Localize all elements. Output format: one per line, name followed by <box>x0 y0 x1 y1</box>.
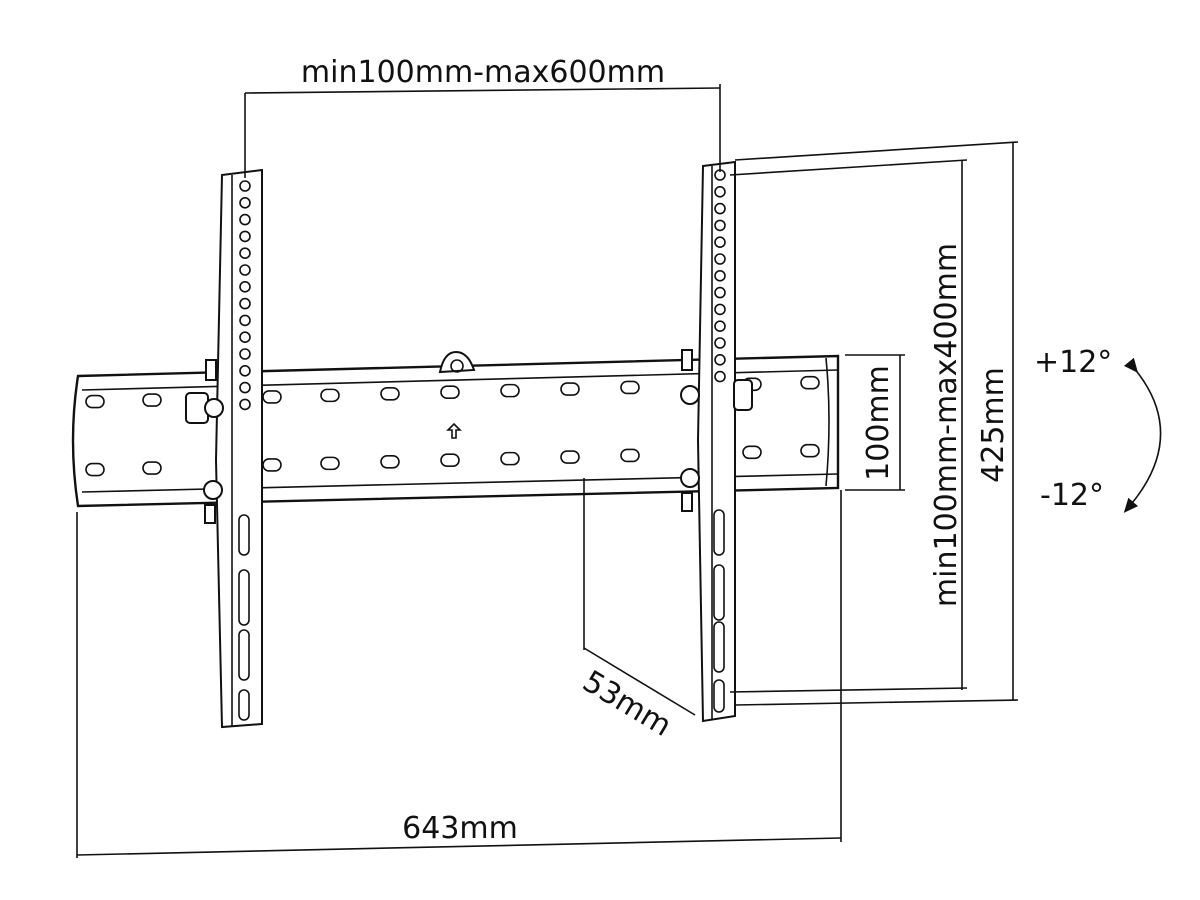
rail-slot <box>262 458 282 472</box>
arm-hole <box>714 186 726 198</box>
rail-slot <box>440 453 460 468</box>
rail-slot <box>500 383 520 398</box>
dimension-depth: 53mm <box>576 478 696 744</box>
rail-slot <box>380 386 400 401</box>
arm-slot <box>238 514 250 556</box>
depth-label: 53mm <box>576 664 677 744</box>
tilt-down-label: -12° <box>1040 478 1104 513</box>
arm-slot <box>238 629 250 681</box>
tilt-indicator: +12° -12° <box>1034 345 1162 513</box>
dimension-rail-height: 100mm <box>845 354 905 491</box>
arm-hole <box>714 219 726 232</box>
arm-slot <box>713 509 725 556</box>
dimension-arm-height: 425mm <box>734 141 1019 706</box>
arm-hole <box>239 398 251 411</box>
left-arm <box>185 168 263 729</box>
arm-hole <box>239 364 251 377</box>
arm-slot <box>713 564 725 621</box>
tilt-arc-arrow-icon <box>1123 357 1162 513</box>
vesa-width-label: min100mm-max600mm <box>301 55 665 90</box>
rail-slot <box>320 388 340 403</box>
rail-slot <box>262 390 282 404</box>
arm-hole <box>239 230 251 243</box>
dimension-vesa-width: min100mm-max600mm <box>244 55 721 178</box>
arm-hole <box>239 197 251 209</box>
right-tilt-knob <box>733 379 753 411</box>
up-arrow-icon <box>446 422 462 439</box>
vesa-height-label: min100mm-max400mm <box>929 243 964 607</box>
rail-slot <box>560 450 580 464</box>
dimension-total-width: 643mm <box>76 490 842 858</box>
dimension-vesa-height: min100mm-max400mm <box>729 159 968 693</box>
rail-slot <box>620 448 640 463</box>
rail-slot <box>800 375 820 390</box>
arm-hole <box>714 269 726 282</box>
arm-slot <box>713 621 725 673</box>
arm-hole <box>714 286 726 299</box>
rail-slot <box>500 451 520 466</box>
arm-hole <box>714 253 726 265</box>
arm-hole <box>239 348 251 360</box>
arm-slot <box>713 679 725 713</box>
rail-slot <box>85 462 105 477</box>
arm-hole <box>714 320 726 333</box>
rail-slot <box>380 454 400 469</box>
rail-slots <box>85 375 820 477</box>
tilt-up-label: +12° <box>1034 345 1112 380</box>
arm-slot <box>238 689 250 721</box>
rail-slot <box>620 380 640 395</box>
right-arm <box>680 160 753 723</box>
arm-hole <box>714 370 726 383</box>
rail-height-label: 100mm <box>861 365 896 481</box>
arm-hole <box>239 180 251 192</box>
arm-hole <box>714 353 726 366</box>
arm-hole <box>239 331 251 344</box>
rail-slot <box>85 394 105 409</box>
arm-hole <box>239 297 251 310</box>
arm-hole <box>239 314 251 327</box>
rail-slot <box>142 461 162 475</box>
rail-slot <box>560 382 580 396</box>
arm-hole <box>714 337 726 349</box>
rail-slot <box>440 385 460 400</box>
arm-hole <box>239 280 251 293</box>
arm-hole <box>714 202 726 215</box>
arm-hole <box>239 213 251 226</box>
arm-hole <box>239 381 251 394</box>
arm-hole <box>714 236 726 248</box>
rail-slot <box>800 443 820 458</box>
arm-slot <box>238 569 250 626</box>
arm-hole <box>239 247 251 259</box>
total-width-label: 643mm <box>402 811 518 846</box>
rail-slot <box>142 393 162 407</box>
arm-hole <box>239 264 251 276</box>
rail-slot <box>742 445 762 460</box>
arm-height-label: 425mm <box>976 367 1011 483</box>
rail-slot <box>320 456 340 471</box>
rail-lock-tab <box>438 350 476 374</box>
arm-hole <box>714 303 726 316</box>
